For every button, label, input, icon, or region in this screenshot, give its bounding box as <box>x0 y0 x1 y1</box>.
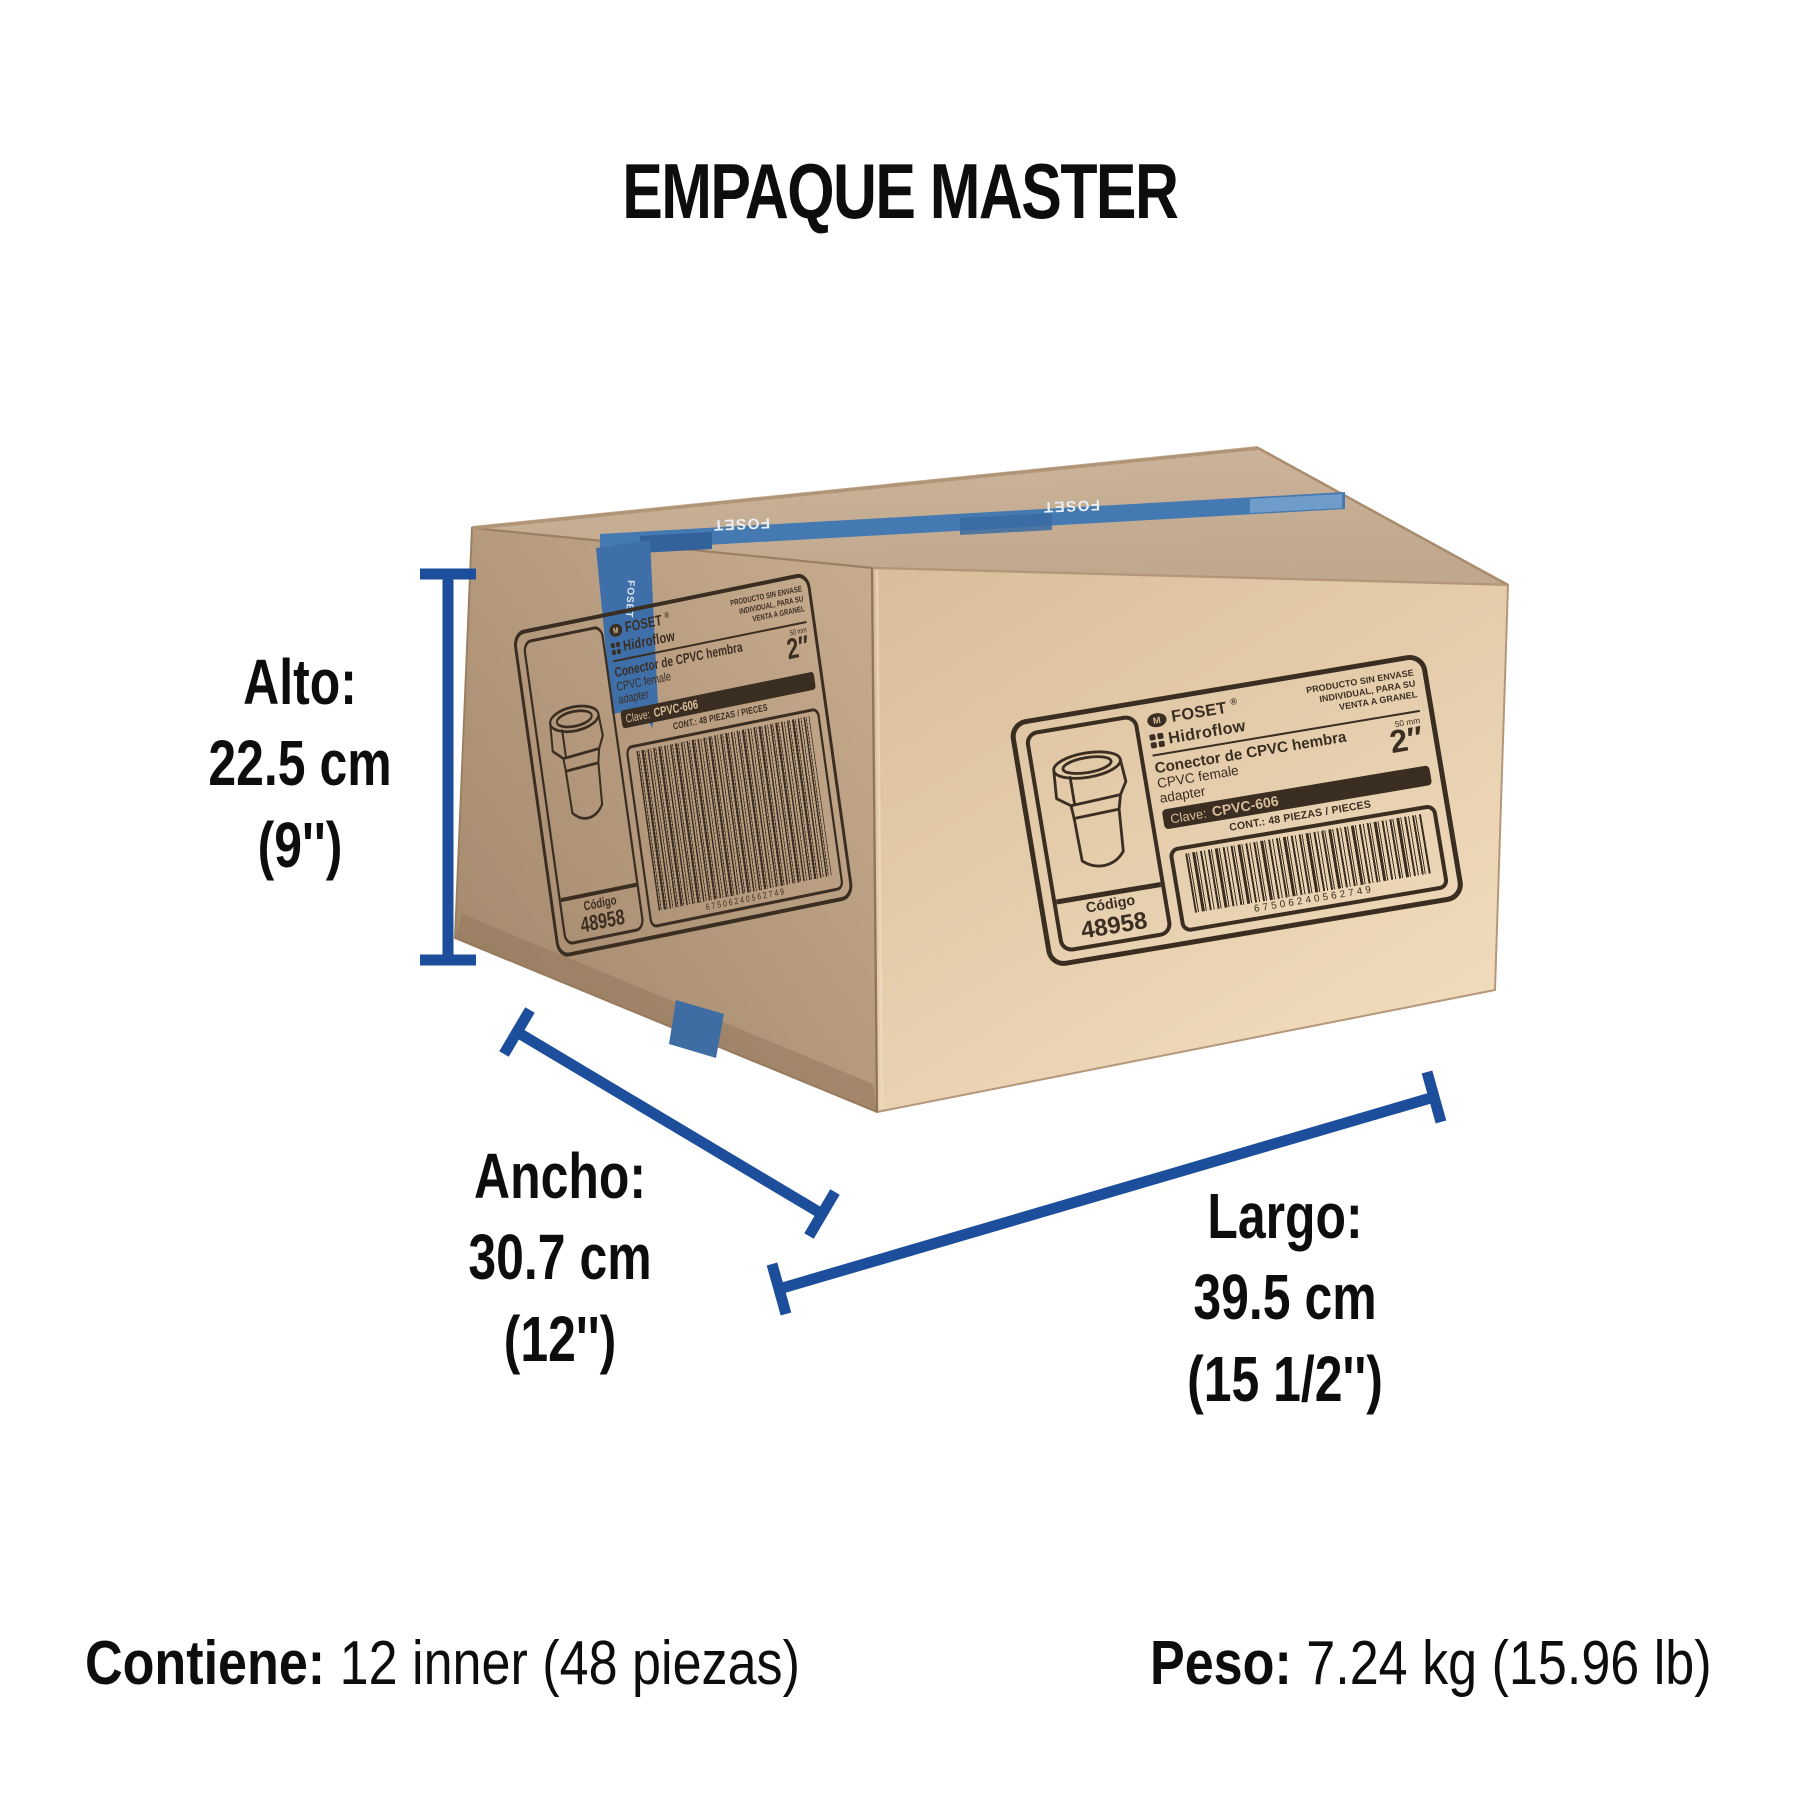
product-code-cell: Código 48958 <box>1023 713 1174 954</box>
carton-back-flap-edge <box>471 446 1259 530</box>
ancho-dimension-callout: Ancho: 30.7 cm (12'') <box>427 1136 692 1380</box>
size-inches: 2″ <box>1387 719 1426 761</box>
ancho-inches: (12'') <box>503 1302 617 1375</box>
weight-label: Peso: <box>1150 1629 1293 1698</box>
packing-tape-bottom-piece <box>669 1000 724 1058</box>
size-inches: 2″ <box>784 630 812 667</box>
largo-dimension-line <box>766 1070 1447 1316</box>
packing-tape-left-wrap <box>596 540 658 714</box>
largo-inches: (15 1/2'') <box>1187 1342 1383 1415</box>
packing-tape-shade-2 <box>960 513 1052 535</box>
tape-brand-text-vertical: FOSET <box>623 580 636 619</box>
foset-brand-row: M FOSET ® <box>1145 696 1243 731</box>
tape-brand-text: FOSET <box>1042 496 1100 515</box>
page-title: EMPAQUE MASTER <box>622 147 1179 235</box>
clave-label: Clave: <box>625 708 651 726</box>
size-column: 50 mm 2″ <box>784 626 812 667</box>
carton-corner-highlight <box>875 569 884 1109</box>
registered-mark: ® <box>663 610 670 621</box>
product-code-cell: Código 48958 <box>522 625 645 946</box>
largo-label: Largo: <box>1207 1180 1363 1252</box>
clave-value: CPVC-606 <box>652 696 699 721</box>
alto-dimension-line <box>420 568 476 966</box>
largo-cm: 39.5 cm <box>1193 1261 1377 1334</box>
carton-corner-edge <box>870 567 879 1113</box>
svg-text:M: M <box>1152 715 1162 726</box>
front-carton-label: Código 48958 M FOSET ® Hidroflow <box>1008 652 1466 969</box>
registered-mark: ® <box>1229 695 1239 707</box>
label-header: M FOSET ® Hidroflow PRODUCTO SIN ENVASE … <box>1145 667 1421 757</box>
alto-inches: (9'') <box>257 808 343 881</box>
cpvc-adapter-drawing-icon <box>549 704 604 821</box>
packing-tape-shade-1 <box>640 532 712 553</box>
product-drawing <box>1028 718 1160 900</box>
bulk-sale-notice: PRODUCTO SIN ENVASE INDIVIDUAL, PARA SU … <box>1305 667 1418 717</box>
size-column: 50 mm 2″ <box>1387 715 1427 761</box>
ancho-dimension-line <box>499 1007 840 1239</box>
hidroflow-logo-icon <box>610 641 622 656</box>
alto-label: Alto: <box>243 646 357 718</box>
ancho-label: Ancho: <box>474 1140 646 1212</box>
side-carton-label: Código 48958 M FOSET ® Hidroflow <box>512 571 855 959</box>
contains-label: Contiene: <box>85 1629 326 1698</box>
contains-info: Contiene: 12 inner (48 piezas) <box>85 1628 800 1699</box>
foset-logo-icon: M <box>1147 712 1167 727</box>
weight-value: 7.24 kg (15.96 lb) <box>1306 1629 1712 1698</box>
foset-logo-icon: M <box>609 624 623 637</box>
barcode-box: 67506240562749 <box>624 706 845 929</box>
tape-brand-text: FOSET <box>712 514 770 533</box>
cpvc-adapter-drawing-icon <box>1052 749 1128 867</box>
svg-text:M: M <box>612 625 619 636</box>
contains-value: 12 inner (48 piezas) <box>339 1629 800 1698</box>
alto-cm: 22.5 cm <box>208 727 392 800</box>
foset-brand-row: M FOSET ® <box>608 611 674 640</box>
largo-dimension-callout: Largo: 39.5 cm (15 1/2'') <box>1152 1176 1417 1420</box>
label-header: M FOSET ® Hidroflow PRODUCTO SIN ENVASE … <box>607 584 807 663</box>
alto-dimension-callout: Alto: 22.5 cm (9'') <box>167 642 432 886</box>
weight-info: Peso: 7.24 kg (15.96 lb) <box>1150 1628 1712 1699</box>
bulk-sale-notice: PRODUCTO SIN ENVASE INDIVIDUAL, PARA SU … <box>730 585 806 629</box>
hidroflow-logo-icon <box>1149 733 1166 750</box>
clave-label: Clave: <box>1169 805 1208 826</box>
packing-tape-highlight <box>1250 494 1342 513</box>
carton-bottom-shadow <box>455 914 877 1112</box>
ancho-cm: 30.7 cm <box>468 1221 652 1294</box>
product-drawing <box>525 629 636 898</box>
